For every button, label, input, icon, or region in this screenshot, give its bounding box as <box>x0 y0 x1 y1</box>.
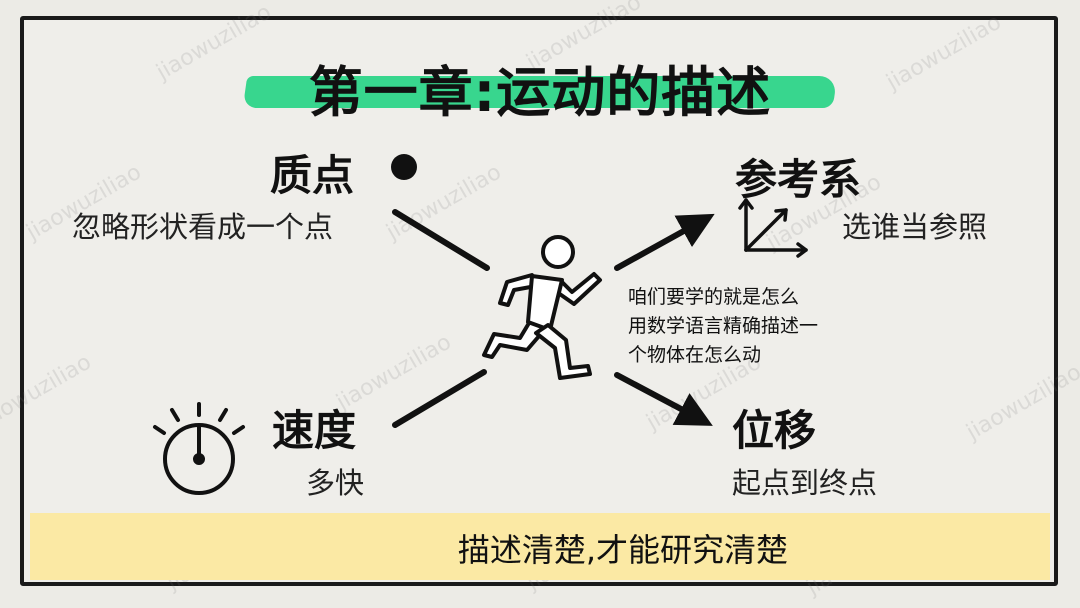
page-title: 第一章:运动的描述 <box>308 61 772 124</box>
displacement-desc: 起点到终点 <box>732 466 878 500</box>
dot-icon <box>391 154 417 180</box>
speed-heading: 速度 <box>272 406 357 455</box>
stopwatch-icon <box>153 402 245 495</box>
reference-heading: 参考系 <box>735 155 862 204</box>
arrow-displacement <box>614 372 713 426</box>
arrow-reference <box>614 213 715 271</box>
center-note-line: 咱们要学的就是怎么 <box>628 286 800 308</box>
runner-icon <box>482 235 602 380</box>
footer-text: 描述清楚,才能研究清楚 <box>457 531 788 569</box>
speed-desc: 多快 <box>306 466 365 500</box>
point-heading: 质点 <box>270 151 355 200</box>
reference-desc: 选谁当参照 <box>842 210 988 244</box>
point-desc: 忽略形状看成一个点 <box>72 210 334 244</box>
center-note-line: 个物体在怎么动 <box>628 344 762 366</box>
center-note-line: 用数学语言精确描述一 <box>628 315 819 337</box>
displacement-heading: 位移 <box>732 406 817 455</box>
title-block: 第一章:运动的描述 <box>242 48 838 124</box>
footer-bar: 描述清楚,才能研究清楚 <box>30 513 1050 580</box>
center-note: 咱们要学的就是怎么 用数学语言精确描述一 个物体在怎么动 <box>628 283 818 370</box>
connector-speed <box>392 369 487 428</box>
axes-icon <box>738 198 808 258</box>
connector-point <box>392 209 490 271</box>
